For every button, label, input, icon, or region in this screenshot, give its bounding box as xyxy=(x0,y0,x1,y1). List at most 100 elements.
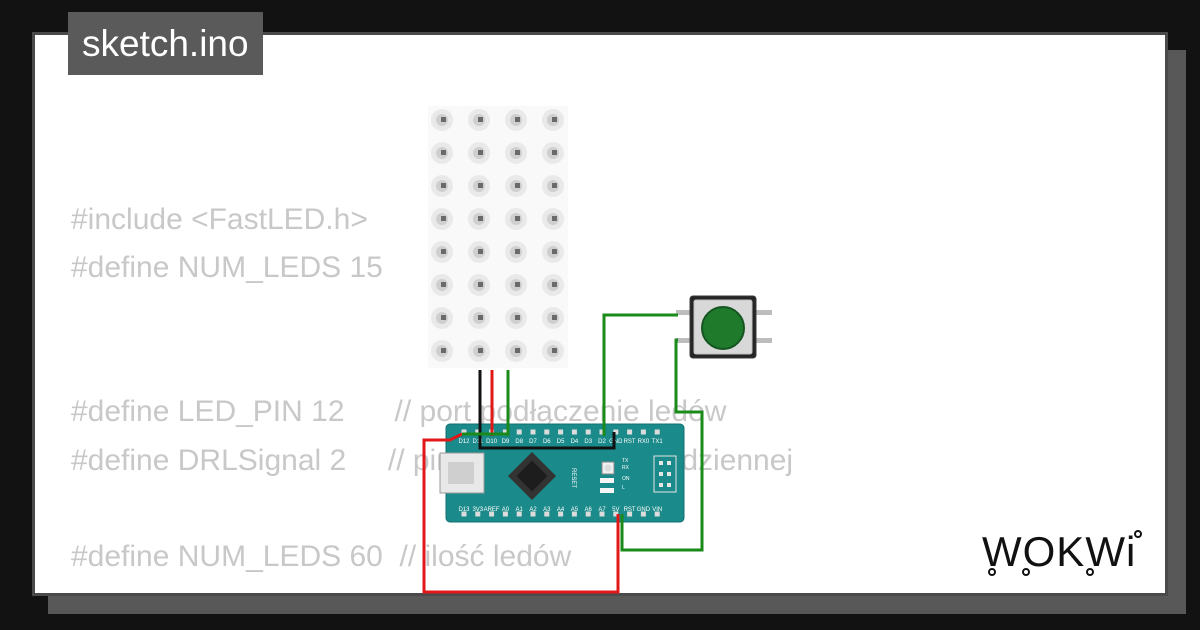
led-pixel-die xyxy=(515,348,520,353)
top-pin-label: D4 xyxy=(571,439,579,445)
bottom-pin-label: 3V3 xyxy=(472,507,483,513)
led-pixel-die xyxy=(478,249,483,254)
led-matrix xyxy=(428,106,568,368)
top-pin-label: D7 xyxy=(529,439,537,445)
board-led-label: TX xyxy=(622,458,629,464)
led-pixel-die xyxy=(478,348,483,353)
top-pin-hole xyxy=(558,429,564,435)
bottom-pin-label: A3 xyxy=(543,507,551,513)
bottom-pin-hole xyxy=(558,511,564,517)
reset-label: RESET xyxy=(570,468,576,488)
top-pin-label: D5 xyxy=(557,439,565,445)
top-pin-label: GND xyxy=(609,439,623,445)
bottom-pin-hole xyxy=(544,511,550,517)
bottom-pin-label: GND xyxy=(637,507,651,513)
code-line-led-pin: #define LED_PIN 12 // port podłączenie l… xyxy=(71,395,727,428)
top-pin-label: D6 xyxy=(543,439,551,445)
led-pixel-die xyxy=(515,150,520,155)
top-pin-hole xyxy=(502,429,508,435)
bottom-pin-hole xyxy=(599,511,605,517)
bottom-pin-hole xyxy=(640,511,646,517)
led-pixel-die xyxy=(515,315,520,320)
button-wires xyxy=(602,313,704,552)
wire-green-gnd xyxy=(620,338,704,552)
bottom-pin-label: A1 xyxy=(516,507,524,513)
bottom-pin-label: 5V xyxy=(612,507,619,513)
sketch-title: sketch.ino xyxy=(68,12,263,75)
led-pixel-die xyxy=(441,249,446,254)
microcontroller-chip xyxy=(507,451,557,501)
bottom-pin-hole xyxy=(571,511,577,517)
led-pixel-die xyxy=(478,282,483,287)
top-pin-label: D8 xyxy=(515,439,523,445)
led-pixel-die xyxy=(478,216,483,221)
code-line-include: #include <FastLED.h> xyxy=(71,203,368,236)
top-pin-label: D12 xyxy=(458,439,470,445)
wire-black xyxy=(478,370,616,450)
wokwi-logo-text: WOKWi xyxy=(982,528,1136,575)
bottom-pin-label: A2 xyxy=(529,507,537,513)
led-pixel-die xyxy=(441,183,446,188)
top-pin-hole xyxy=(475,429,481,435)
code-line-num-leds-15: #define NUM_LEDS 15 xyxy=(71,251,383,284)
led-pixel-die xyxy=(552,348,557,353)
wokwi-logo: WOKWi xyxy=(982,528,1142,576)
bottom-pin-hole xyxy=(516,511,522,517)
top-pin-label: D9 xyxy=(502,439,510,445)
board-led-label: ON xyxy=(622,476,630,482)
led-pixel-die xyxy=(552,249,557,254)
top-pin-hole xyxy=(544,429,550,435)
bottom-pin-hole xyxy=(530,511,536,517)
top-pin-label: D3 xyxy=(584,439,592,445)
bottom-pin-hole xyxy=(502,511,508,517)
led-pixel-die xyxy=(515,117,520,122)
bottom-pin-label: RST xyxy=(624,507,636,513)
wire-red-power xyxy=(422,432,620,594)
led-pixel-die xyxy=(478,183,483,188)
top-pin-hole xyxy=(530,429,536,435)
top-pin-hole xyxy=(571,429,577,435)
board-led-label: RX xyxy=(622,465,630,471)
led-pixel-die xyxy=(515,282,520,287)
code-line-num-leds-60: #define NUM_LEDS 60 // ilość ledów xyxy=(71,540,572,573)
preview-card: #include <FastLED.h> #define NUM_LEDS 15… xyxy=(32,32,1168,596)
bottom-pin-label: A6 xyxy=(585,507,593,513)
bottom-pin-hole xyxy=(475,511,481,517)
led-pixel-die xyxy=(478,117,483,122)
led-pixel-die xyxy=(441,216,446,221)
led-pixel-die xyxy=(552,216,557,221)
led-pixel-die xyxy=(478,150,483,155)
bottom-pin-label: A0 xyxy=(502,507,510,513)
board-led-label: L xyxy=(622,485,625,491)
top-pin-hole xyxy=(640,429,646,435)
bottom-pin-hole xyxy=(627,511,633,517)
led-pixel-die xyxy=(552,117,557,122)
led-pixel-die xyxy=(441,348,446,353)
bottom-pin-label: A4 xyxy=(557,507,565,513)
bottom-pin-hole xyxy=(613,511,619,517)
top-pin-hole xyxy=(516,429,522,435)
wire-green-d2 xyxy=(602,313,678,436)
led-pixel-die xyxy=(515,183,520,188)
top-pin-label: RST xyxy=(624,439,636,445)
top-pin-label: TX1 xyxy=(652,439,664,445)
led-pixel-die xyxy=(552,150,557,155)
bottom-pin-hole xyxy=(489,511,495,517)
bottom-pin-label: A5 xyxy=(571,507,579,513)
top-pin-label: D2 xyxy=(598,439,606,445)
led-pixel-die xyxy=(441,150,446,155)
pushbutton xyxy=(676,295,772,359)
matrix-wires xyxy=(422,370,620,594)
bottom-pin-label: A7 xyxy=(598,507,606,513)
led-pixel-die xyxy=(478,315,483,320)
top-pin-hole xyxy=(613,429,619,435)
bottom-pin-label: VIN xyxy=(652,507,662,513)
top-pin-label: RX0 xyxy=(638,439,650,445)
button-cap xyxy=(701,306,745,350)
led-pixel-die xyxy=(441,315,446,320)
led-pixel-die xyxy=(515,216,520,221)
top-pin-label: D11 xyxy=(473,439,484,445)
bottom-pin-hole xyxy=(654,511,660,517)
top-pin-hole xyxy=(627,429,633,435)
